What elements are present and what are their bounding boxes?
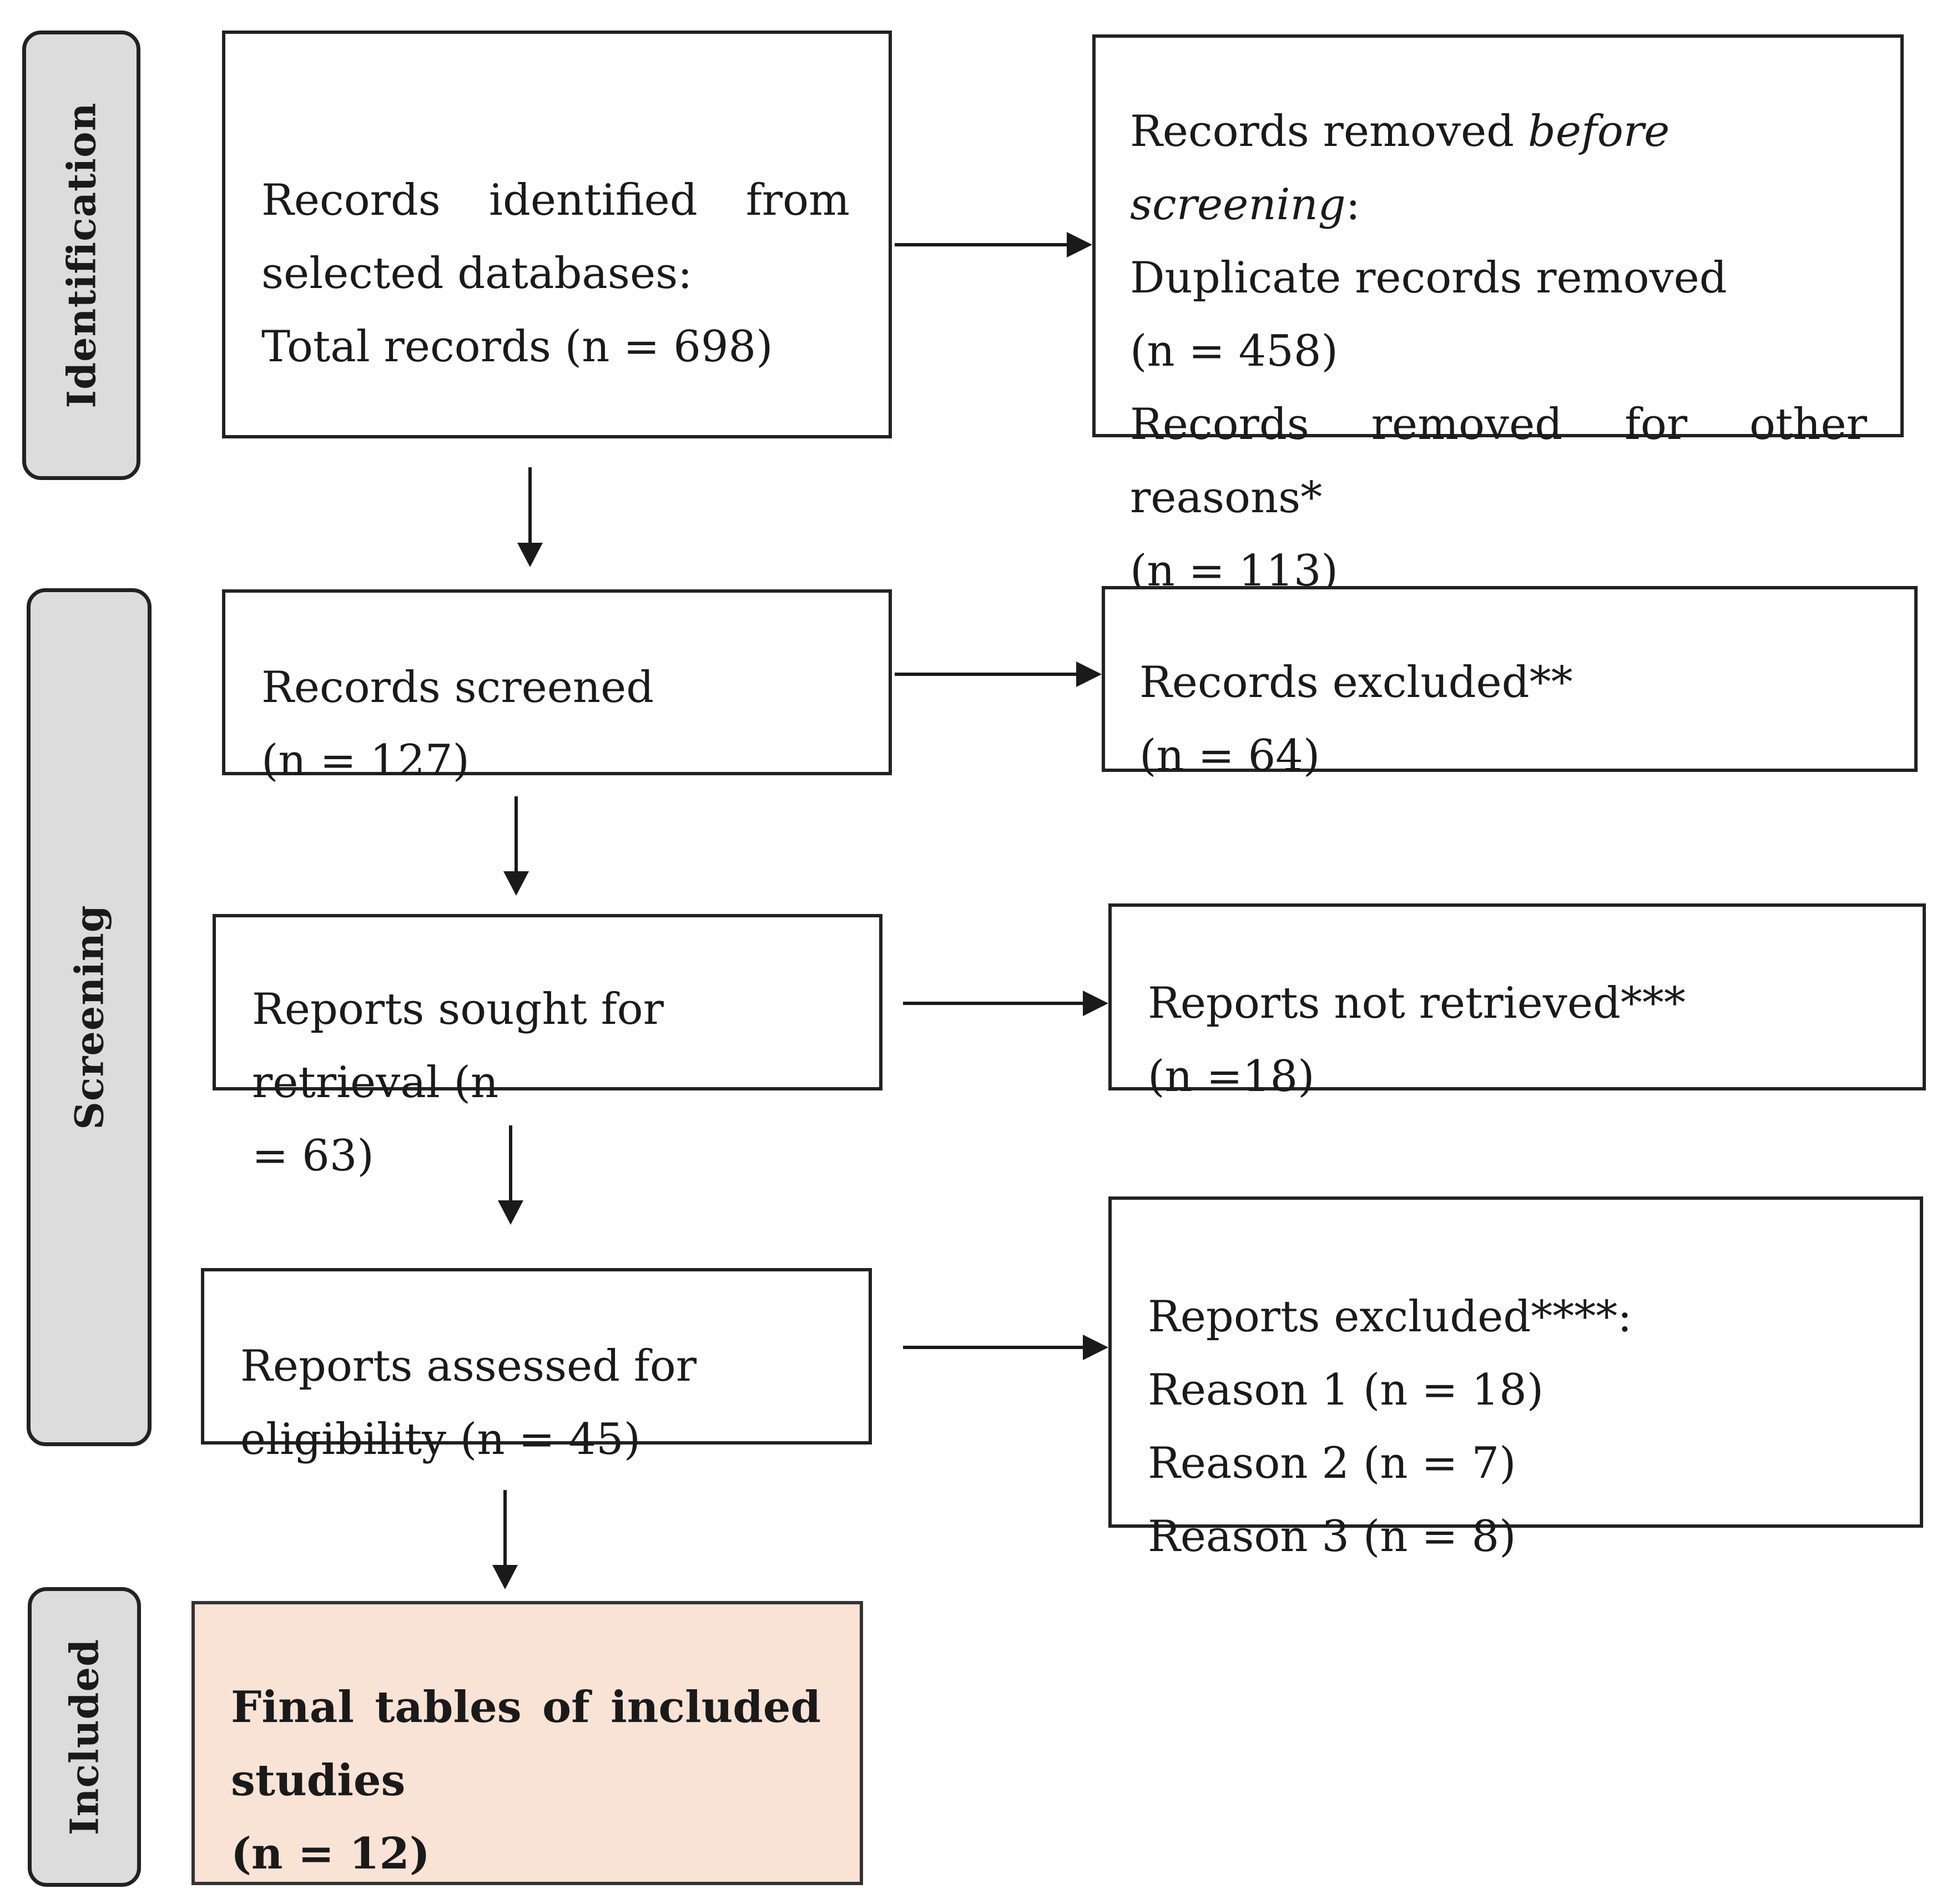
reports-not-retrieved-box: Reports not retrieved*** (n =18) (1108, 903, 1926, 1102)
duplicate-records-label: Duplicate records removed (1130, 253, 1727, 303)
arrow-screened-to-sought (503, 796, 529, 896)
final-included-box: Final tables of included studies (n = 12… (191, 1601, 863, 1885)
phase-screening: Screening (27, 588, 152, 1446)
phase-included: Included (28, 1587, 141, 1887)
arrow-sought-to-not-retrieved (903, 991, 1108, 1016)
records-identified-box: Records identified from selected databas… (222, 31, 892, 438)
reports-assessed-count: eligibility (n = 45) (240, 1415, 641, 1464)
reports-not-retrieved-label: Reports not retrieved*** (1148, 978, 1686, 1028)
reports-assessed-box: Reports assessed for eligibility (n = 45… (201, 1268, 872, 1464)
reason-3: Reason 3 (n = 8) (1148, 1512, 1516, 1562)
final-included-line2: studies (231, 1755, 406, 1806)
records-excluded-label: Records excluded** (1139, 658, 1573, 708)
other-reasons-label: Records removed for other reasons* (1130, 400, 1867, 523)
reports-excluded-box: Reports excluded****: Reason 1 (n = 18) … (1108, 1196, 1923, 1562)
final-included-count: (n = 12) (231, 1829, 430, 1879)
reports-sought-box: Reports sought for retrieval (n = 63) (213, 914, 882, 1181)
reports-assessed-label: Reports assessed for (240, 1341, 697, 1391)
arrow-assessed-to-excluded (903, 1335, 1108, 1360)
reports-sought-count: = 63) (252, 1131, 374, 1181)
duplicate-records-count: (n = 458) (1130, 326, 1338, 376)
records-identified-line2: selected databases: (261, 249, 693, 299)
records-screened-label: Records screened (261, 663, 654, 713)
records-screened-box: Records screened (n = 127) (222, 589, 892, 786)
reason-1: Reason 1 (n = 18) (1148, 1365, 1544, 1415)
records-identified-line1: Records identified from (261, 175, 850, 225)
arrow-identified-to-removed (895, 232, 1092, 257)
records-identified-total: Total records (n = 698) (261, 322, 773, 372)
records-excluded-box: Records excluded** (n = 64) (1102, 586, 1918, 781)
reports-not-retrieved-count: (n =18) (1148, 1052, 1315, 1102)
arrow-screened-to-excluded (895, 661, 1102, 687)
reports-sought-label: Reports sought for retrieval (n (252, 984, 664, 1108)
records-screened-count: (n = 127) (261, 736, 470, 786)
arrow-sought-to-assessed (498, 1125, 523, 1225)
final-included-line1: Final tables of included (231, 1682, 821, 1733)
records-removed-heading: Records removed before screening: (1130, 107, 1670, 230)
reports-excluded-label: Reports excluded****: (1148, 1292, 1632, 1342)
arrow-identified-to-screened (517, 467, 543, 567)
records-removed-box: Records removed before screening: Duplic… (1092, 34, 1904, 596)
arrow-assessed-to-final (492, 1490, 518, 1589)
reason-2: Reason 2 (n = 7) (1148, 1438, 1516, 1488)
phase-identification: Identification (22, 31, 140, 480)
records-excluded-count: (n = 64) (1139, 731, 1320, 781)
